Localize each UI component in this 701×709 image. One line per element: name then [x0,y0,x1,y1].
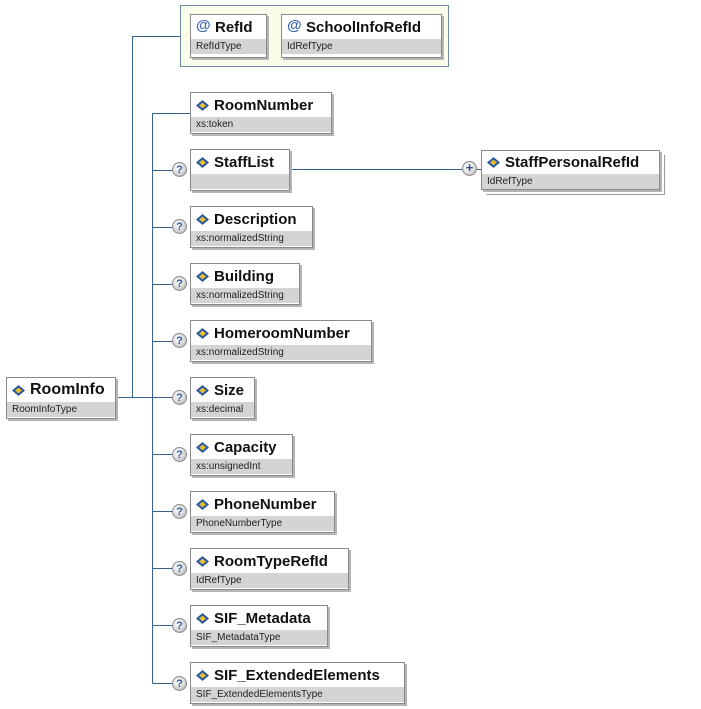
attribute-type: RefIdType [191,39,266,54]
element-type: xs:normalizedString [191,345,371,360]
optional-icon: ? [172,219,187,234]
element-type: xs:unsignedInt [191,459,292,474]
element-type: xs:normalizedString [191,288,299,303]
element-name: RoomInfo [30,381,105,398]
element-icon [196,499,209,510]
element-capacity[interactable]: Capacity xs:unsignedInt [190,434,293,476]
element-size[interactable]: Size xs:decimal [190,377,255,419]
element-icon [196,271,209,282]
element-icon [196,328,209,339]
attribute-refid[interactable]: @RefId RefIdType [190,14,267,58]
element-stafflist[interactable]: StaffList [190,149,290,191]
element-phonenumber[interactable]: PhoneNumber PhoneNumberType [190,491,335,533]
element-icon [196,670,209,681]
attribute-type: IdRefType [282,39,441,54]
element-name: RoomNumber [214,96,314,114]
element-icon [196,385,209,396]
element-sif-extendedelements[interactable]: SIF_ExtendedElements SIF_ExtendedElement… [190,662,405,704]
element-name: Description [214,210,297,228]
element-icon [12,385,25,396]
element-type: xs:token [191,117,331,132]
element-type: xs:normalizedString [191,231,312,246]
attribute-name: SchoolInfoRefId [306,18,421,36]
optional-icon: ? [172,618,187,633]
element-name: StaffPersonalRefId [505,154,640,171]
attribute-group: @RefId RefIdType @SchoolInfoRefId IdRefT… [180,5,449,67]
element-icon [196,556,209,567]
optional-icon: ? [172,276,187,291]
attribute-schoolinforefid[interactable]: @SchoolInfoRefId IdRefType [281,14,442,58]
element-name: Capacity [214,438,277,456]
element-icon [487,157,500,168]
element-icon [196,157,209,168]
attribute-name: RefId [215,18,253,36]
element-icon [196,613,209,624]
element-name: HomeroomNumber [214,324,350,342]
element-name: StaffList [214,153,274,171]
element-type [191,174,289,189]
element-building[interactable]: Building xs:normalizedString [190,263,300,305]
element-name: RoomTypeRefId [214,552,328,570]
optional-icon: ? [172,447,187,462]
optional-icon: ? [172,333,187,348]
optional-icon: ? [172,162,187,177]
element-staffpersonalrefid[interactable]: StaffPersonalRefId IdRefType [481,150,660,190]
attribute-icon: @ [196,16,211,34]
element-roomnumber[interactable]: RoomNumber xs:token [190,92,332,134]
element-roomtyperefid[interactable]: RoomTypeRefId IdRefType [190,548,349,590]
element-icon [196,100,209,111]
element-name: PhoneNumber [214,495,317,513]
element-sif-metadata[interactable]: SIF_Metadata SIF_MetadataType [190,605,328,647]
element-type: PhoneNumberType [191,516,334,531]
element-type: xs:decimal [191,402,254,417]
element-homeroomnumber[interactable]: HomeroomNumber xs:normalizedString [190,320,372,362]
expand-icon[interactable]: + [462,161,477,176]
optional-icon: ? [172,390,187,405]
element-type: IdRefType [191,573,348,588]
optional-icon: ? [172,504,187,519]
element-name: Building [214,267,274,285]
element-type: IdRefType [482,174,659,189]
root-element-roominfo[interactable]: RoomInfo RoomInfoType [6,377,116,419]
element-description[interactable]: Description xs:normalizedString [190,206,313,248]
element-type: RoomInfoType [7,402,115,417]
element-name: SIF_ExtendedElements [214,666,380,684]
optional-icon: ? [172,561,187,576]
element-name: Size [214,381,245,399]
element-icon [196,442,209,453]
element-name: SIF_Metadata [214,609,311,627]
optional-icon: ? [172,676,187,691]
element-icon [196,214,209,225]
element-type: SIF_MetadataType [191,630,327,645]
attribute-icon: @ [287,16,302,34]
element-type: SIF_ExtendedElementsType [191,687,404,702]
